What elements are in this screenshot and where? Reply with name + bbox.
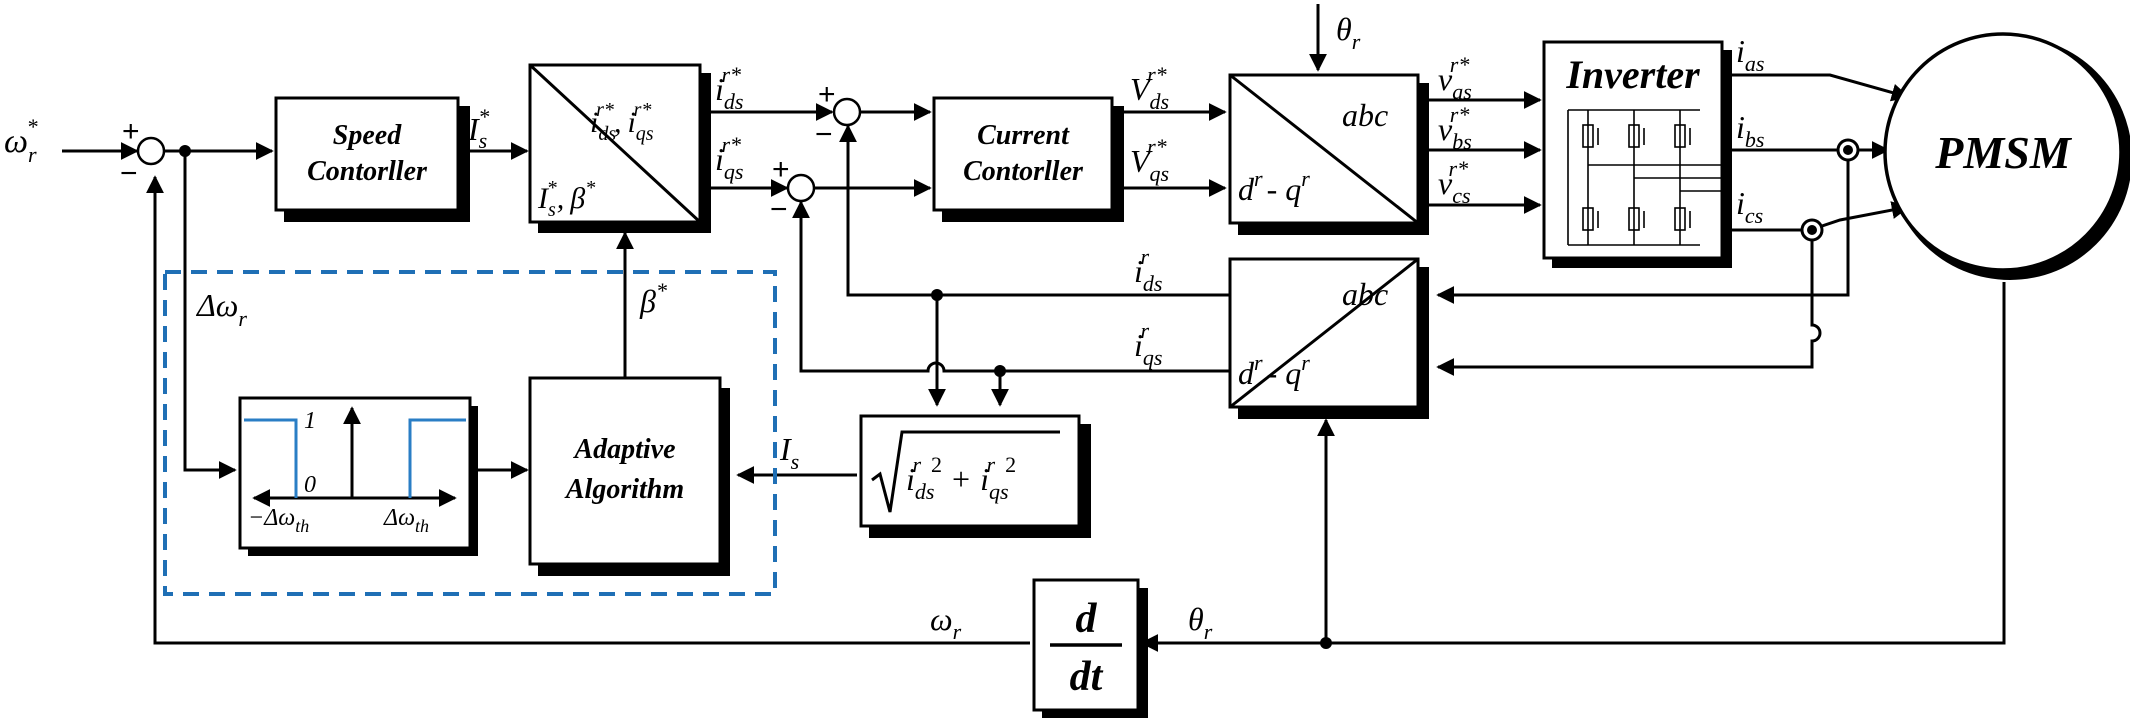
minus-sign: − [815, 118, 833, 151]
omega-fb-label: ωr [930, 601, 962, 644]
delta-omega-line [183, 151, 237, 479]
current-sensor-b-core [1843, 145, 1853, 155]
ids-ref-label: idsr* [715, 62, 743, 114]
ics-line [1722, 201, 1910, 232]
ias-label: ias [1736, 33, 1764, 76]
ibs-label: ibs [1736, 109, 1764, 152]
iqs-sum-junction [786, 173, 816, 203]
summing-junctions: + − + − + − [120, 78, 862, 226]
inverter-block: Inverter [1542, 40, 1732, 268]
vas-label: vasr* [1438, 52, 1472, 104]
hysteresis-curve [244, 418, 298, 498]
adaptive-label: Adaptive [572, 434, 675, 465]
hyst-low-label: 0 [304, 472, 316, 498]
vqs-label: Vqsr* [1130, 134, 1169, 186]
junction-dot [179, 145, 191, 157]
ias-line [1722, 73, 1910, 102]
hysteresis-curve [408, 418, 466, 498]
omega-fb-line [146, 175, 1030, 645]
plus-sign: + [122, 115, 140, 148]
plus-sign: + [772, 153, 790, 186]
inverter-bridge-icon [1567, 109, 1722, 246]
vds-label: Vdsr* [1130, 62, 1169, 114]
iqs-fb-label: iqsr [1134, 318, 1162, 370]
current-sensor-c-core [1807, 225, 1817, 235]
signal-lines [62, 4, 2006, 652]
dq-to-abc-block [1228, 73, 1429, 235]
magnitude-block [859, 414, 1091, 538]
polar-to-dq-block [528, 63, 711, 233]
iqs-fb-line [792, 200, 1230, 373]
derivative-denominator: dt [1070, 654, 1104, 700]
ids-fb-line [846, 126, 1230, 297]
is-label: Is [779, 431, 799, 474]
speed-controller-label: Contorller [307, 156, 428, 187]
dq-label: dr- qr [1238, 350, 1310, 391]
adaptive-region-border [163, 270, 777, 596]
shaft-line [1326, 282, 2006, 645]
plus-sign: + [818, 78, 836, 111]
junction-dot [994, 365, 1006, 377]
speed-controller-label: Speed [333, 120, 402, 151]
abc-to-dq-block [1228, 257, 1429, 419]
minus-sign: − [120, 157, 138, 190]
current-controller-block: Current Contorller [932, 96, 1124, 222]
hyst-high-label: 1 [304, 408, 316, 434]
ib-sense-line [1436, 150, 1850, 304]
dq-label: dr- qr [1238, 166, 1310, 207]
is-ref-label: Is* [467, 104, 489, 153]
pmsm-motor: PMSM [1883, 32, 2130, 280]
vcs-label: vcsr* [1438, 156, 1471, 208]
dq-inner-label: idsr*,iqsr* [590, 99, 654, 145]
ics-label: ics [1736, 185, 1763, 228]
ids-fb-label: idsr [1134, 244, 1162, 296]
theta-bottom-label: θr [1188, 601, 1213, 644]
derivative-block: d dt [1032, 578, 1148, 718]
delta-omega-label: Δωr [195, 287, 247, 331]
junction-dots [179, 138, 1860, 649]
omega-ref-label: ωr* [4, 114, 38, 167]
current-controller-label: Contorller [963, 156, 1084, 187]
current-controller-label: Current [977, 120, 1070, 151]
beta-label: β* [639, 278, 667, 319]
sqrt-sign [871, 430, 1060, 513]
abc-label: abc [1342, 97, 1388, 133]
pos-threshold-label: Δωth [383, 505, 429, 536]
ids-sum-junction [832, 97, 862, 127]
speed-sum-junction [136, 136, 166, 166]
speed-controller-block: Speed Contorller [274, 96, 470, 222]
derivative-numerator: d [1076, 596, 1098, 642]
iqs-ref-label: iqsr* [715, 132, 743, 184]
neg-threshold-label: −Δωth [248, 505, 309, 536]
hysteresis-block [238, 396, 478, 556]
adaptive-label: Algorithm [564, 474, 684, 505]
theta-top-label: θr [1336, 11, 1361, 54]
junction-dot [1320, 637, 1332, 649]
pmsm-label: PMSM [1934, 127, 2073, 178]
signal-labels: ωr* Δωr Is* idsr*,iqsr* Is*,β* idsr* iqs… [4, 11, 1764, 644]
vbs-label: vbsr* [1438, 102, 1472, 154]
ic-sense-line [1436, 230, 1822, 376]
junction-dot [931, 289, 943, 301]
polar-inner-label: Is*,β* [537, 177, 595, 221]
adaptive-algorithm-block: Adaptive Algorithm [528, 376, 730, 576]
abc-label: abc [1342, 276, 1388, 312]
inverter-label: Inverter [1565, 52, 1700, 97]
minus-sign: − [770, 193, 788, 226]
